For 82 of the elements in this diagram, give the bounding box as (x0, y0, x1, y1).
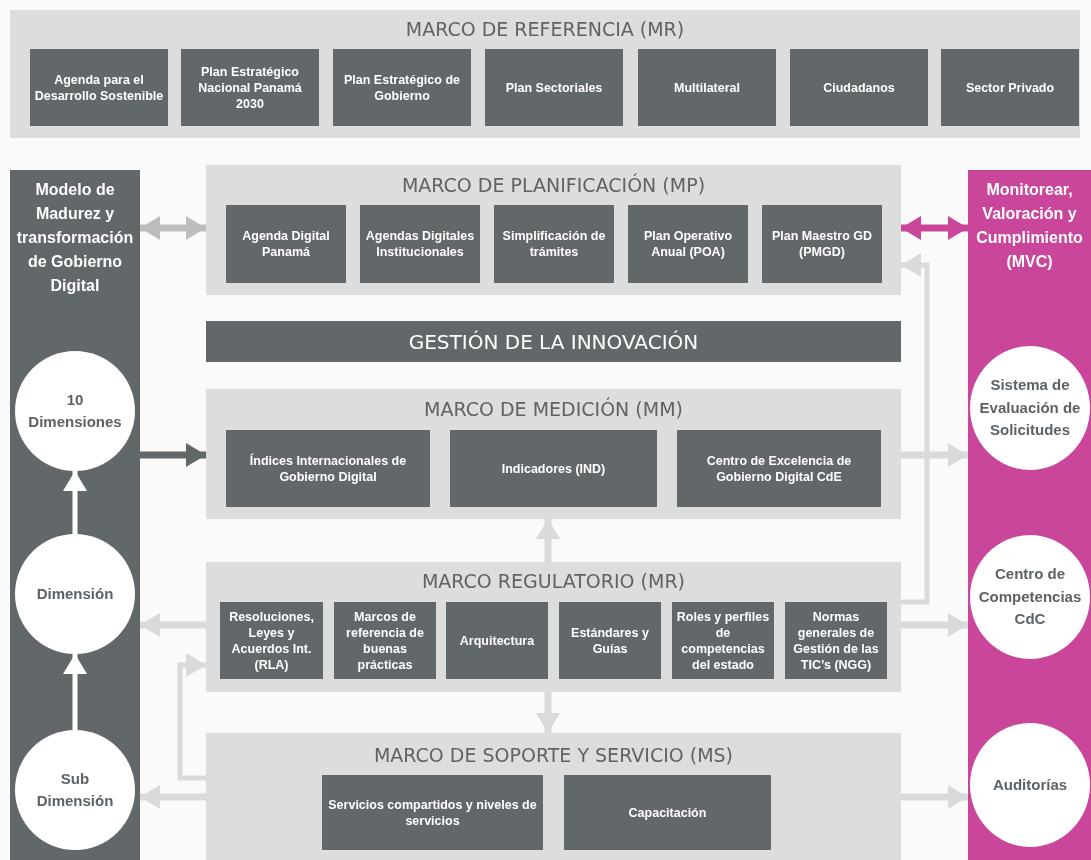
arrow (536, 519, 560, 562)
component-box (220, 602, 323, 679)
circle-label: Sistema de Evaluación de Solicitudes (978, 375, 1082, 441)
box-label: Agendas Digitales Institucionales (364, 228, 476, 260)
panel-title: MARCO DE REFERENCIA (MR) (405, 18, 685, 40)
component-box (941, 49, 1079, 126)
component-box (181, 49, 319, 126)
circle-label: 10 Dimensiones (27, 389, 123, 432)
framework-panel (10, 10, 1080, 138)
arrow (901, 613, 968, 637)
component-box (30, 49, 168, 126)
framework-panel (206, 389, 901, 519)
box-label: Plan Operativo Anual (POA) (642, 228, 734, 260)
component-box (334, 602, 436, 679)
framework-panel (206, 562, 901, 692)
arrow (536, 692, 560, 733)
component-box (360, 205, 480, 283)
arrow (901, 216, 968, 240)
banner-label: GESTIÓN DE LA INNOVACIÓN (408, 329, 699, 354)
column-title: Monitorear, Valoración y Cumplimiento (MVC) (976, 181, 1083, 270)
component-box (485, 49, 623, 126)
arrow (901, 443, 968, 467)
circle-label: Auditorías (991, 774, 1069, 795)
arrow (901, 253, 930, 605)
box-label: Agenda para el Desarrollo Sostenible (33, 71, 165, 104)
panel-title: MARCO REGULATORIO (MR) (421, 570, 686, 592)
box-label: Multilateral (673, 79, 741, 96)
component-box (450, 430, 657, 507)
side-column (968, 170, 1091, 860)
framework-panel (206, 165, 901, 295)
column-title: Modelo de Madurez y transformación de Gobierno Digital (16, 181, 134, 294)
box-label: Simplificación de trámites (501, 228, 607, 260)
box-label: Centro de Excelencia de Gobierno Digital CdE (705, 452, 853, 485)
side-column (10, 170, 140, 860)
box-label: Plan Estratégico de Gobierno (343, 71, 461, 104)
box-label: Plan Sectoriales (504, 79, 604, 96)
framework-panel (206, 733, 901, 860)
component-box (628, 205, 748, 283)
component-box (785, 602, 887, 679)
component-box (494, 205, 614, 283)
arrow (63, 654, 87, 730)
component-box (446, 602, 548, 679)
component-box (638, 49, 776, 126)
arrow (901, 785, 968, 809)
component-box (677, 430, 881, 507)
arrow (140, 785, 206, 809)
box-label: Normas generales de Gestión de las TIC’s (NGG) (792, 608, 880, 673)
component-box (762, 205, 882, 283)
component-box (672, 602, 774, 679)
box-label: Servicios compartidos y niveles de servicios (327, 796, 538, 829)
box-label: Plan Maestro GD (PMGD) (771, 228, 873, 260)
arrow (140, 443, 206, 467)
component-box (322, 775, 543, 850)
panel-title: MARCO DE PLANIFICACIÓN (MP) (401, 174, 706, 196)
component-box (226, 205, 346, 283)
circle-label: Dimensión (35, 583, 115, 604)
box-label: Ciudadanos (822, 79, 896, 96)
panel-title: MARCO DE MEDICIÓN (MM) (424, 398, 683, 420)
box-label: Indicadores (IND) (500, 460, 607, 477)
box-label: Resoluciones, Leyes y Acuerdos Int. (RLA) (228, 608, 315, 673)
box-label: Roles y perfiles de competencias del estado (675, 608, 771, 673)
circle-label: Centro de Competencias CdC (977, 564, 1083, 630)
arrow (140, 216, 206, 240)
box-label: Marcos de referencia de buenas prácticas (345, 608, 425, 673)
component-box (564, 775, 771, 850)
component-box (790, 49, 928, 126)
box-label: Capacitación (627, 804, 708, 821)
circle-label: Sub Dimensión (35, 768, 115, 811)
component-box (226, 430, 430, 507)
box-label: Estándares y Guías (570, 624, 650, 657)
box-label: Índices Internacionales de Gobierno Digital (248, 452, 408, 485)
banner-bar (206, 321, 901, 362)
box-label: Arquitectura (458, 632, 536, 649)
component-box (333, 49, 471, 126)
arrow (140, 613, 206, 637)
box-label: Sector Privado (964, 79, 1056, 96)
box-label: Plan Estratégico Nacional Panamá 2030 (197, 63, 303, 112)
arrow (177, 653, 206, 781)
component-box (559, 602, 661, 679)
box-label: Agenda Digital Panamá (241, 228, 331, 260)
panel-title: MARCO DE SOPORTE Y SERVICIO (MS) (373, 744, 734, 766)
arrow (63, 471, 87, 534)
